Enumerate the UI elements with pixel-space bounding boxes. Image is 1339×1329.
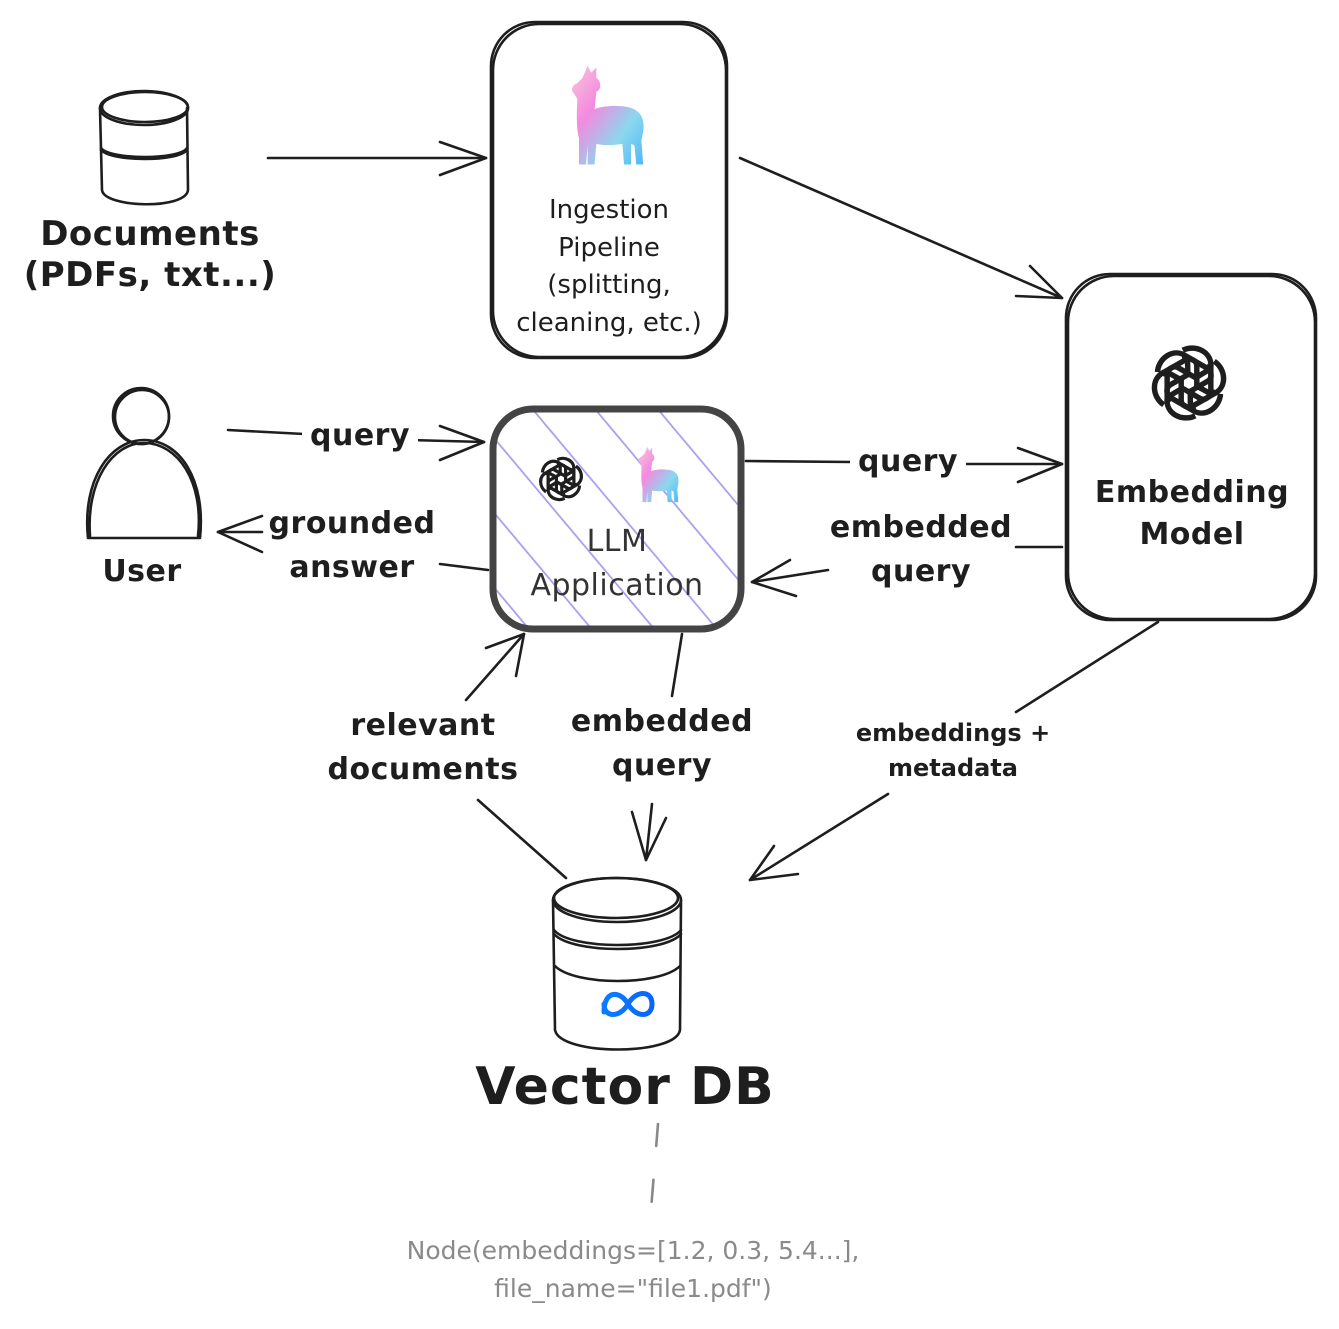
user-icon <box>85 386 203 540</box>
documents-title: Documents <box>40 214 260 254</box>
arrow-grounded-answer <box>216 514 490 572</box>
ingestion-line-4: cleaning, etc.) <box>516 308 702 339</box>
ingestion-line-1: Ingestion <box>549 195 669 225</box>
node-example-annotation: Node(embeddings=[1.2, 0.3, 5.4...], file… <box>340 1232 926 1307</box>
vector-db-database-icon <box>551 876 683 1051</box>
embedded-query-back-line-1: embedded <box>829 510 1013 545</box>
node-example-line-1: Node(embeddings=[1.2, 0.3, 5.4...], <box>406 1236 860 1265</box>
relevant-documents-line-1: relevant <box>350 708 496 743</box>
embeddings-metadata-line-1: embeddings + <box>855 719 1051 747</box>
embedded-query-db-line-2: query <box>611 747 713 783</box>
vector-db-label-text: Vector DB <box>475 1057 775 1117</box>
llm-application-box <box>489 405 745 633</box>
arrow-embedded-query-db <box>630 632 684 862</box>
dashed-connector-node <box>649 1122 660 1212</box>
edge-label-user-query: query <box>302 418 418 454</box>
embedded-query-back-line-2: query <box>870 553 972 589</box>
vector-db-label: Vector DB <box>440 1056 810 1118</box>
relevant-documents-line-2: documents <box>327 751 519 787</box>
ingestion-line-3: (splitting, <box>547 270 671 301</box>
embedding-model-box <box>1064 272 1318 622</box>
edge-label-embedded-query-back: embedded query <box>824 506 1018 593</box>
embedded-query-db-line-1: embedded <box>570 704 754 739</box>
arrow-ingestion-to-embedding <box>738 156 1064 300</box>
edge-label-app-query: query <box>850 444 966 480</box>
llama-icon-ingestion <box>571 65 644 165</box>
arrow-relevant-documents <box>464 632 568 880</box>
user-label: User <box>80 554 204 590</box>
arrow-user-query <box>226 424 486 462</box>
embedding-model-line-1: Embedding <box>1094 475 1290 510</box>
arrow-embeddings-metadata <box>748 620 1160 882</box>
documents-database-icon <box>98 89 190 206</box>
ingestion-pipeline-label: Ingestion Pipeline (splitting, cleaning,… <box>495 192 723 343</box>
edge-label-relevant-documents: relevant documents <box>316 704 530 791</box>
user-query-text: query <box>309 418 411 453</box>
documents-label: Documents (PDFs, txt...) <box>10 214 290 296</box>
embeddings-metadata-line-2: metadata <box>888 753 1018 782</box>
user-label-text: User <box>102 554 182 589</box>
llm-app-line-2: Application <box>530 567 704 603</box>
llm-application-label: LLM Application <box>497 520 737 607</box>
app-query-text: query <box>857 444 959 479</box>
embedding-model-label: Embedding Model <box>1072 472 1312 556</box>
edge-label-embedded-query-db: embedded query <box>564 700 760 787</box>
edge-label-grounded-answer: grounded answer <box>260 502 444 589</box>
meta-icon <box>601 991 655 1017</box>
ingestion-pipeline-box <box>489 20 729 360</box>
grounded-answer-line-1: grounded <box>268 506 436 541</box>
edge-label-embeddings-metadata: embeddings + metadata <box>846 716 1060 786</box>
arrow-documents-to-ingestion <box>266 140 488 177</box>
grounded-answer-line-2: answer <box>289 549 415 585</box>
llm-app-line-1: LLM <box>586 524 648 559</box>
arrow-embedded-query-back <box>750 545 1064 598</box>
openai-icon-embedding <box>1148 347 1230 420</box>
ingestion-line-2: Pipeline <box>558 232 660 263</box>
node-example-line-2: file_name="file1.pdf") <box>494 1273 772 1303</box>
arrow-app-query <box>744 446 1064 484</box>
embedding-model-line-2: Model <box>1139 517 1245 552</box>
documents-subtitle: (PDFs, txt...) <box>23 254 277 295</box>
